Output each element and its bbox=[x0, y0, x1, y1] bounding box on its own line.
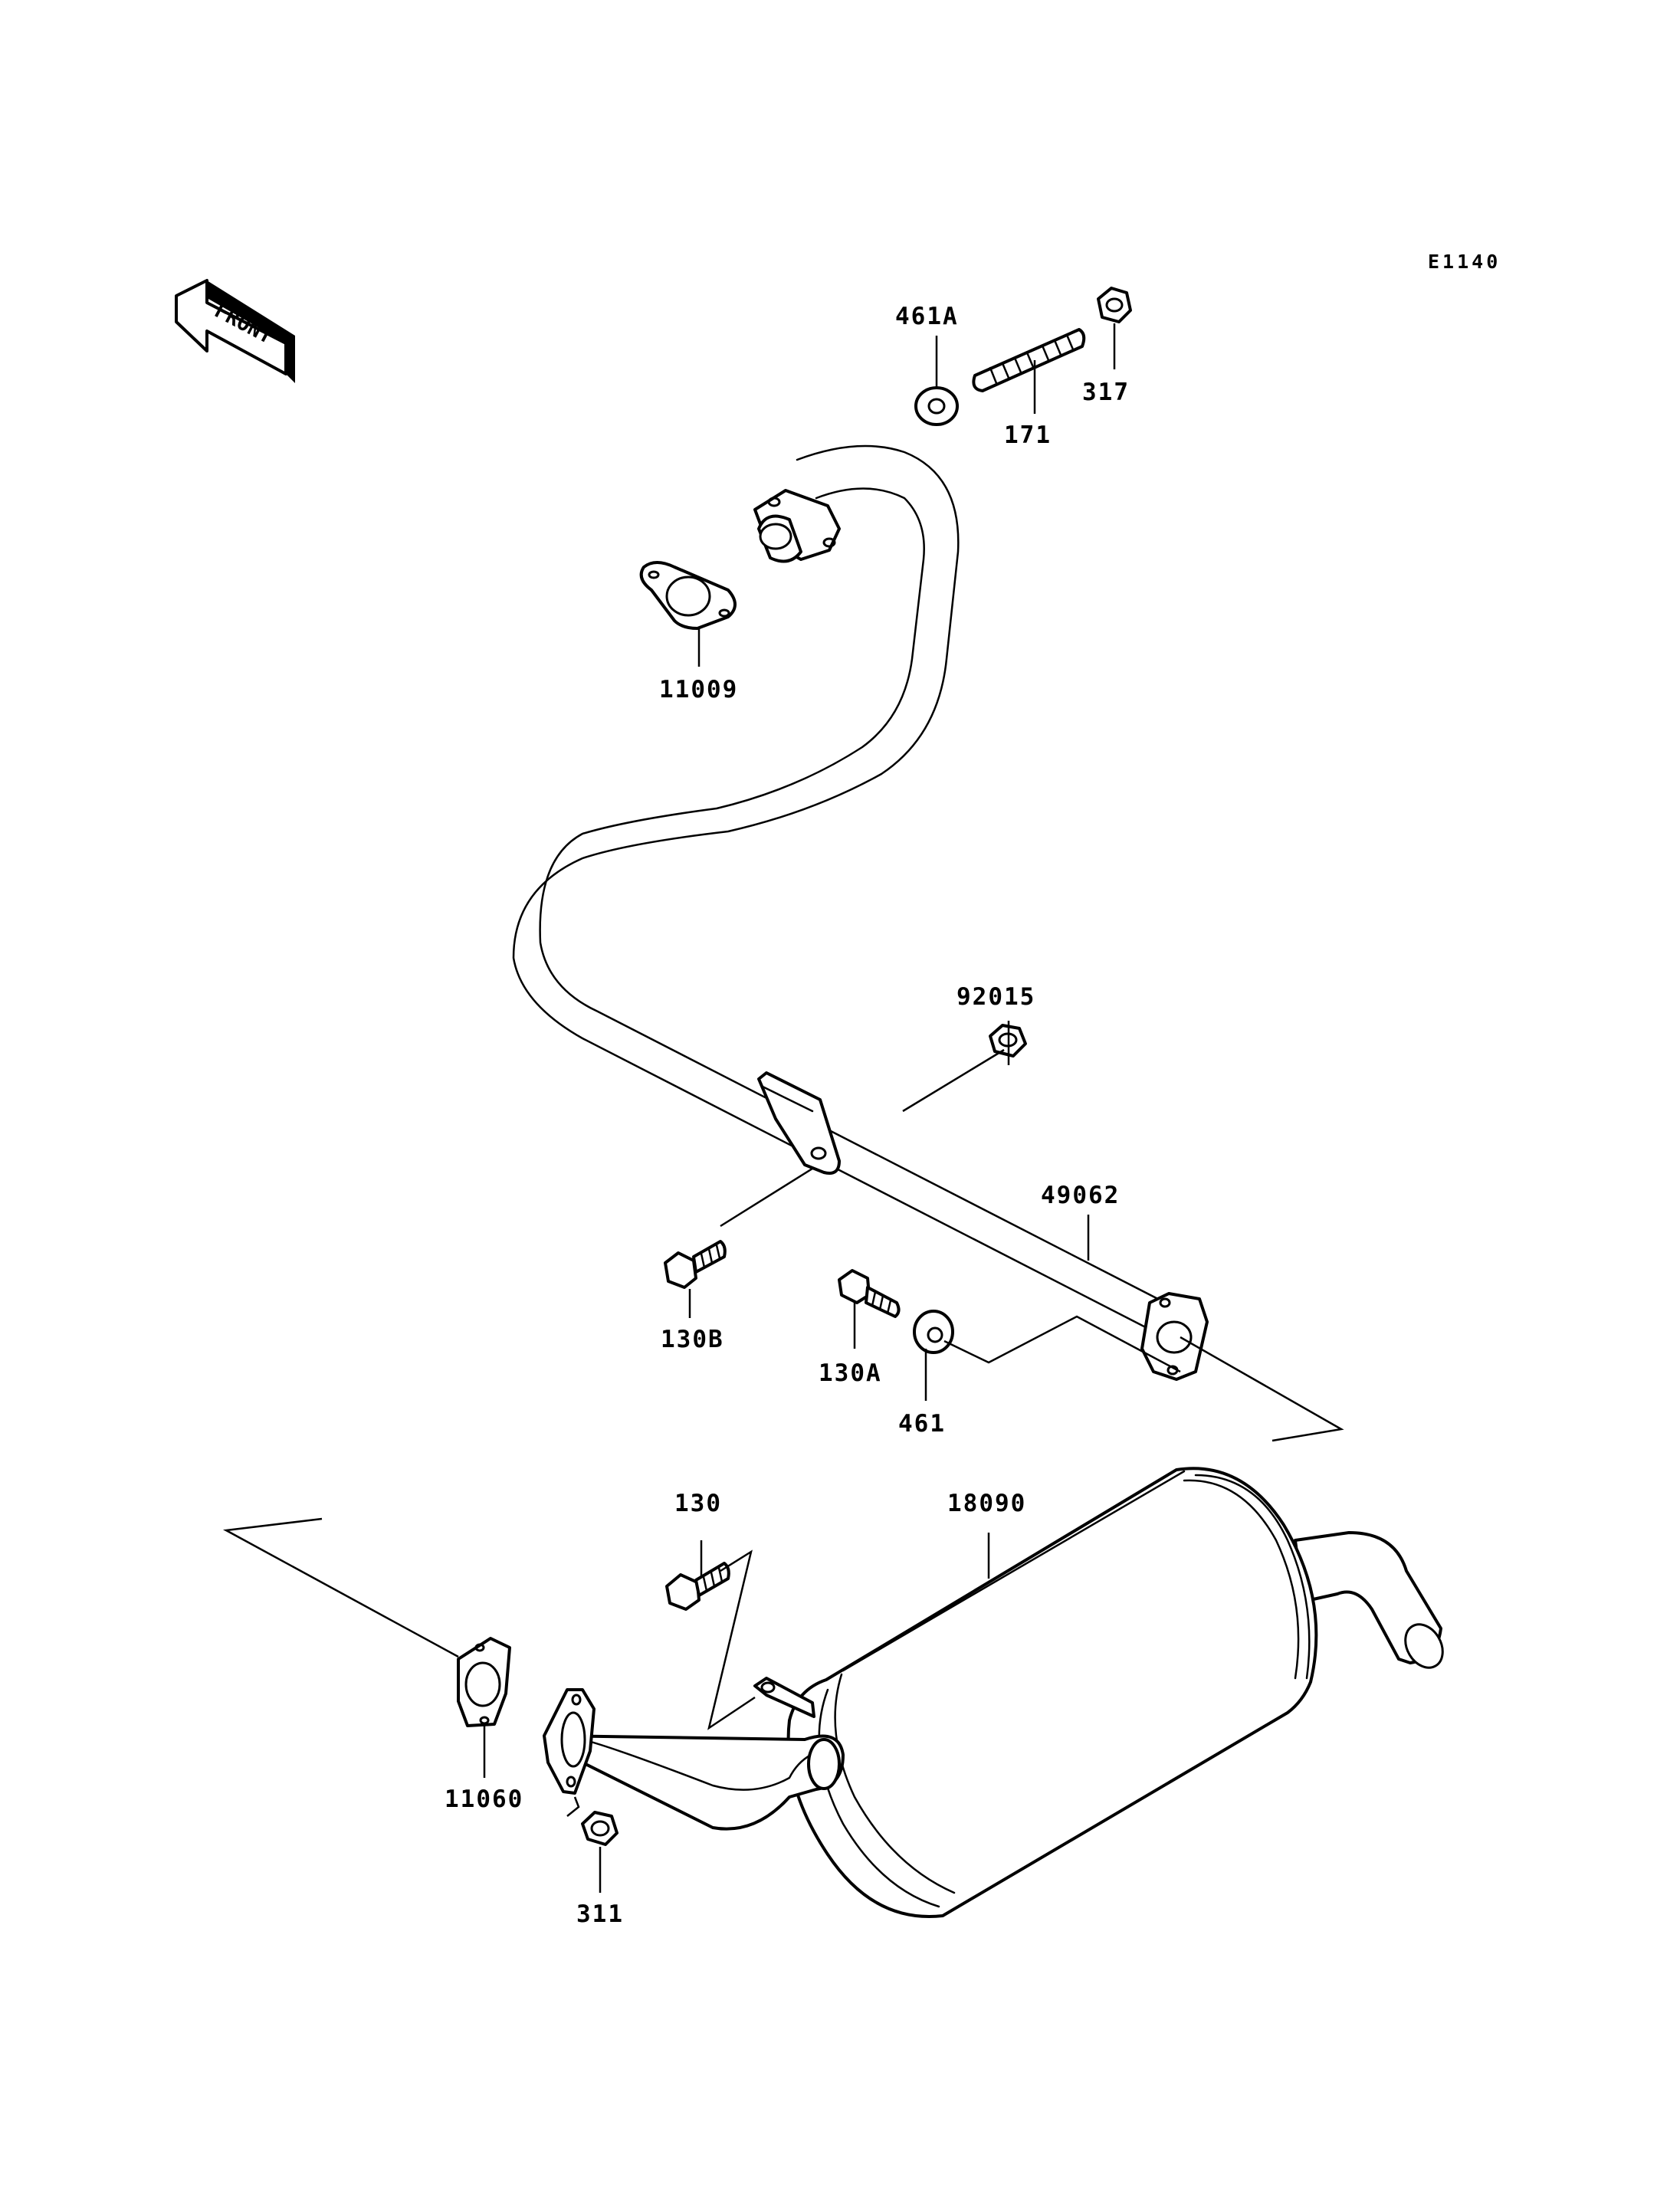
callout-92015: 92015 bbox=[956, 983, 1035, 1011]
bolt-130a bbox=[838, 1269, 901, 1318]
bolt-130b bbox=[664, 1240, 727, 1289]
leader-lines bbox=[222, 323, 1344, 1893]
bolt-130 bbox=[665, 1562, 730, 1611]
nut-311 bbox=[581, 1811, 619, 1846]
callout-49062: 49062 bbox=[1041, 1182, 1120, 1209]
gasket-11060 bbox=[457, 1637, 511, 1727]
callout-130B: 130B bbox=[661, 1326, 724, 1353]
callout-130: 130 bbox=[674, 1490, 722, 1517]
callout-317: 317 bbox=[1082, 379, 1130, 406]
washer-461a bbox=[914, 386, 959, 426]
reference-code: E1140 bbox=[1428, 251, 1501, 273]
callout-461A: 461A bbox=[895, 303, 959, 330]
callout-130A: 130A bbox=[819, 1359, 882, 1387]
callout-11060: 11060 bbox=[445, 1785, 523, 1813]
callout-311: 311 bbox=[576, 1900, 624, 1928]
exhaust-pipe-part bbox=[512, 444, 1209, 1381]
callout-18090: 18090 bbox=[947, 1490, 1026, 1517]
gasket-11009 bbox=[639, 561, 737, 630]
washer-461 bbox=[913, 1310, 954, 1354]
callout-11009: 11009 bbox=[659, 676, 738, 703]
stud-171 bbox=[972, 328, 1086, 392]
front-arrow-icon: FRONT bbox=[175, 279, 295, 383]
muffler-part bbox=[543, 1467, 1444, 1918]
callout-171: 171 bbox=[1004, 421, 1052, 449]
nut-317 bbox=[1097, 287, 1132, 323]
callout-461: 461 bbox=[898, 1410, 946, 1438]
